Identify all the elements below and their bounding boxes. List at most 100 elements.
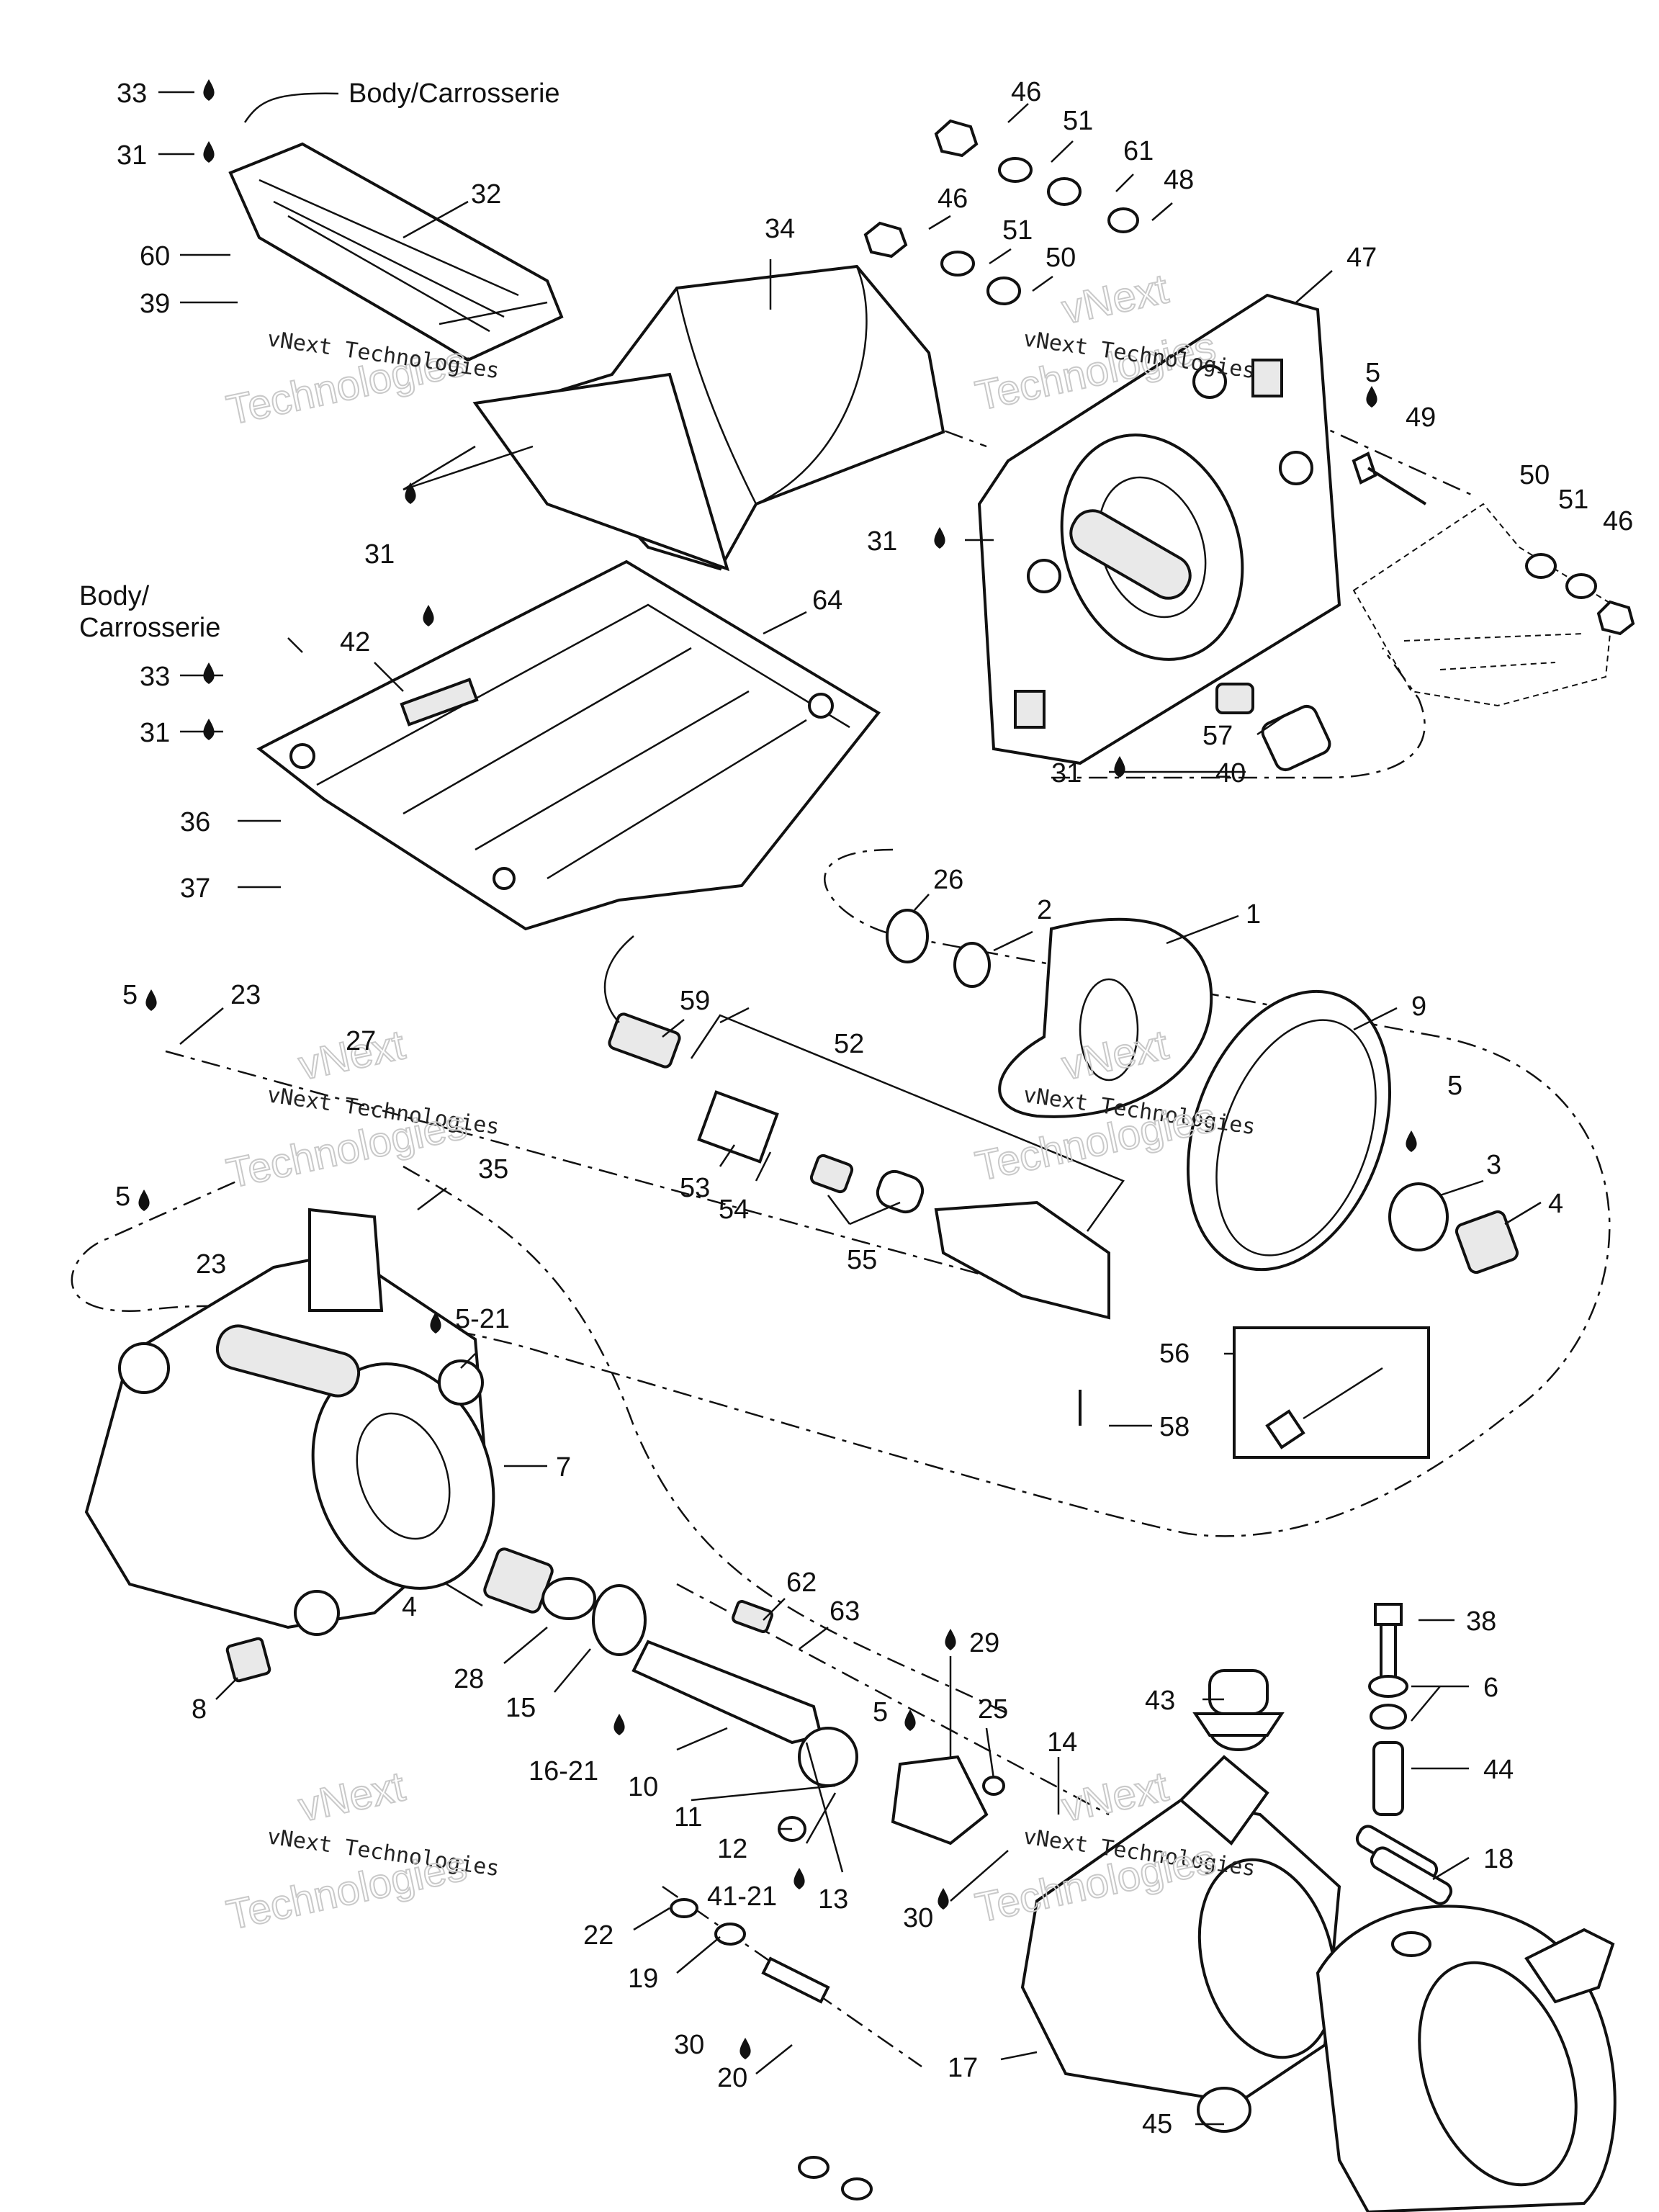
oil-drop-icon xyxy=(793,1868,805,1889)
hull-bracket-phantom xyxy=(1352,503,1614,707)
callout-55: 55 xyxy=(847,1245,877,1275)
callout-63: 63 xyxy=(830,1596,860,1627)
callout-39: 39 xyxy=(140,289,170,319)
callout-49: 49 xyxy=(1406,403,1436,433)
oil-drop-icon xyxy=(203,719,215,740)
callout-3: 3 xyxy=(1486,1150,1501,1180)
callout-28: 28 xyxy=(454,1664,484,1694)
callout-50: 50 xyxy=(1046,243,1076,273)
leader-lines xyxy=(158,91,1542,2126)
callout-16-21: 16-21 xyxy=(529,1756,598,1786)
callout-50: 50 xyxy=(1519,460,1550,490)
callout-23: 23 xyxy=(230,980,261,1010)
oil-drop-icon xyxy=(423,605,434,626)
callout-61: 61 xyxy=(1123,136,1154,166)
callout-26: 26 xyxy=(933,865,963,895)
part-17-venturi xyxy=(1020,1705,1341,2133)
callout-30: 30 xyxy=(903,1903,933,1933)
callout-38: 38 xyxy=(1466,1606,1496,1637)
callout-46: 46 xyxy=(1603,506,1633,536)
oil-drop-icon xyxy=(430,1312,441,1334)
part-34-intake-housing xyxy=(472,264,945,572)
callout-48: 48 xyxy=(1164,165,1194,195)
callout-37: 37 xyxy=(180,873,210,904)
callout-5: 5 xyxy=(1447,1071,1462,1101)
callout-46: 46 xyxy=(1011,77,1041,107)
callout-5: 5 xyxy=(1365,358,1380,388)
part-7-pump-housing xyxy=(84,1208,495,1683)
callout-10: 10 xyxy=(628,1772,658,1802)
callout-62: 62 xyxy=(786,1568,817,1598)
callout-4: 4 xyxy=(402,1592,417,1622)
callout-18: 18 xyxy=(1483,1844,1514,1874)
callout-43: 43 xyxy=(1145,1686,1175,1716)
callout-23: 23 xyxy=(196,1249,226,1280)
driveshaft-group xyxy=(483,1547,1005,1845)
callout-5-21: 5-21 xyxy=(455,1304,510,1334)
callout-6: 6 xyxy=(1483,1673,1498,1703)
body-label-mid-line2: Carrosserie xyxy=(79,613,220,643)
callout-2: 2 xyxy=(1037,895,1052,925)
callout-41-21: 41-21 xyxy=(707,1881,777,1912)
callout-7: 7 xyxy=(556,1452,571,1483)
callout-5: 5 xyxy=(122,980,138,1010)
oil-drop-icon xyxy=(739,2038,751,2059)
shaft-line xyxy=(403,1165,1009,1715)
oil-drop-icon xyxy=(405,482,416,504)
steering-nozzle xyxy=(1316,1905,1617,2212)
callout-29: 29 xyxy=(969,1628,999,1658)
callout-1: 1 xyxy=(1246,899,1261,930)
callout-31: 31 xyxy=(140,718,170,748)
callout-33: 33 xyxy=(117,78,147,109)
callout-64: 64 xyxy=(812,585,842,616)
oil-drop-icon xyxy=(938,1888,949,1910)
callout-8: 8 xyxy=(192,1694,207,1725)
callout-51: 51 xyxy=(1063,106,1093,136)
callout-35: 35 xyxy=(478,1154,508,1184)
body-label-mid-line1: Body/ xyxy=(79,581,150,611)
callout-47: 47 xyxy=(1346,243,1377,273)
watermark-brand: vNext xyxy=(295,1763,409,1830)
callout-51: 51 xyxy=(1002,215,1033,246)
oil-drop-icon xyxy=(1114,756,1125,778)
callout-31: 31 xyxy=(867,526,897,557)
callout-34: 34 xyxy=(765,214,795,244)
impeller-group xyxy=(886,909,1519,1274)
callout-14: 14 xyxy=(1047,1727,1077,1758)
callout-52: 52 xyxy=(834,1029,864,1059)
oil-drop-icon xyxy=(945,1629,956,1650)
hardware-bolt-group xyxy=(1192,1603,1453,1905)
callout-44: 44 xyxy=(1483,1755,1514,1785)
body-label-top: Body/Carrosserie xyxy=(349,78,560,109)
callout-51: 51 xyxy=(1558,485,1588,515)
callout-36: 36 xyxy=(180,807,210,837)
callout-numbers: 33 31 32 60 39 34 31 42 64 33 31 36 37 4… xyxy=(115,77,1633,2139)
oil-drop-icon xyxy=(1406,1130,1417,1152)
callout-31: 31 xyxy=(1051,758,1082,788)
oil-drop-icon xyxy=(203,141,215,163)
callout-31: 31 xyxy=(364,539,395,570)
callout-42: 42 xyxy=(340,627,370,657)
callout-13: 13 xyxy=(818,1884,848,1915)
oil-drop-icon xyxy=(904,1709,916,1731)
callout-58: 58 xyxy=(1159,1412,1190,1442)
callout-5: 5 xyxy=(115,1182,130,1212)
oil-drop-icon xyxy=(613,1714,625,1735)
hardware-bottom-left xyxy=(670,1898,873,2200)
part-64-intake-plate xyxy=(256,559,881,931)
part-32-duct xyxy=(228,142,564,362)
callout-11: 11 xyxy=(674,1802,702,1833)
callout-57: 57 xyxy=(1202,721,1233,751)
callout-9: 9 xyxy=(1411,992,1426,1022)
body-labels: Body/Carrosserie Body/ Carrosserie xyxy=(79,78,560,643)
oil-drop-icon xyxy=(203,662,215,684)
assembly-outline-grate xyxy=(1051,647,1426,779)
callout-33: 33 xyxy=(140,662,170,692)
callout-19: 19 xyxy=(628,1964,658,1994)
callout-40: 40 xyxy=(1215,758,1246,788)
callout-25: 25 xyxy=(978,1694,1008,1725)
callout-12: 12 xyxy=(717,1834,747,1864)
part-47-mounting-plate xyxy=(977,293,1341,765)
oil-drop-icon xyxy=(203,79,215,101)
